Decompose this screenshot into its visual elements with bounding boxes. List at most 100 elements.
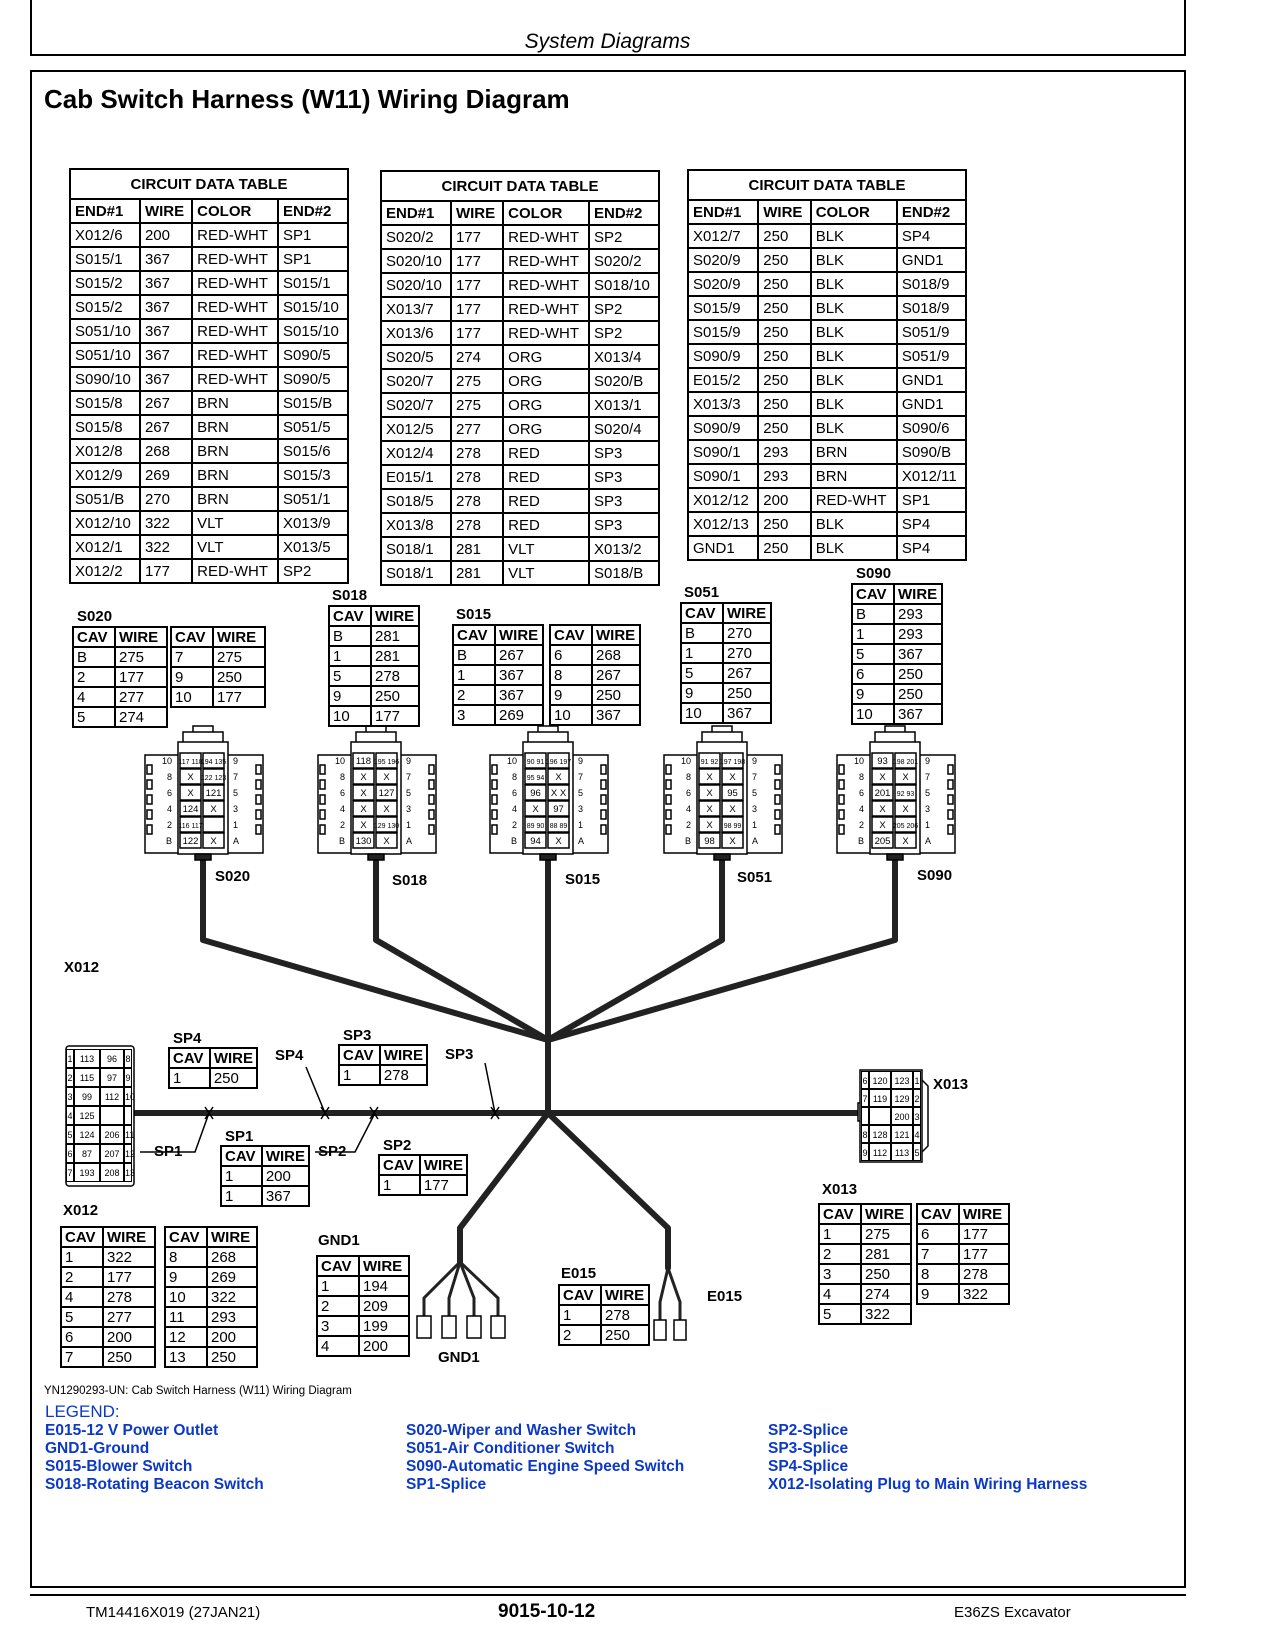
- table-cell: BLK: [809, 367, 898, 393]
- table-cell: 267: [722, 662, 772, 684]
- table-cell: SP2: [588, 224, 660, 250]
- column-header: CAV: [916, 1203, 960, 1225]
- table-cell: 177: [138, 558, 194, 584]
- table-cell: 2: [60, 1266, 104, 1288]
- pin-label: 10: [507, 756, 517, 766]
- pin-label: B: [511, 836, 517, 846]
- cavity-label: 122 123: [201, 775, 226, 782]
- table-cell: 367: [494, 664, 544, 686]
- table-cell: 177: [418, 1174, 469, 1196]
- table-cell: SP4: [895, 223, 968, 249]
- table-cell: S020/7: [380, 368, 452, 394]
- table-cell: BRN: [809, 463, 898, 489]
- pin-label: 1: [578, 820, 583, 830]
- cavity-label: X: [555, 836, 562, 847]
- table-cell: S020/2: [380, 224, 452, 250]
- cavity-label: 8: [861, 1125, 869, 1143]
- pin-label: 5: [406, 788, 411, 798]
- pin-label: A: [406, 836, 412, 846]
- table-cell: 367: [893, 703, 943, 725]
- table-cell: 199: [358, 1315, 410, 1337]
- cavity-label: 98 99: [724, 823, 742, 830]
- legend-title: LEGEND:: [45, 1402, 120, 1421]
- table-cell: 5: [818, 1303, 862, 1325]
- legend-item: X012-Isolating Plug to Main Wiring Harne…: [768, 1476, 1088, 1493]
- sp3-table-title: SP3: [343, 1027, 372, 1044]
- table-cell: 275: [860, 1223, 912, 1245]
- table-cell: 1: [338, 1064, 381, 1086]
- legend-item: SP2-Splice: [768, 1422, 849, 1439]
- sp1-table-title: SP1: [225, 1128, 254, 1145]
- legend-item: SP3-Splice: [768, 1440, 849, 1457]
- wire-e015-branch: [545, 1110, 671, 1271]
- table-cell: X013/9: [277, 510, 349, 536]
- cavity-label: 201: [875, 788, 891, 799]
- pin-label: A: [752, 836, 758, 846]
- table-cell: 270: [138, 486, 194, 512]
- cavity-label: 7: [66, 1163, 74, 1182]
- table-cell: 278: [449, 440, 505, 466]
- cavity-label: X: [532, 804, 539, 815]
- column-header: COLOR: [809, 199, 898, 225]
- pin-label: 9: [233, 756, 238, 766]
- table-cell: 7: [60, 1346, 104, 1368]
- legend-item: GND1-Ground: [45, 1440, 150, 1457]
- table-cell: 200: [358, 1335, 410, 1357]
- table-cell: 10: [549, 704, 593, 726]
- pin-label: 3: [925, 804, 930, 814]
- table-cell: SP1: [277, 246, 349, 272]
- table-cell: 250: [591, 684, 641, 706]
- table-cell: BRN: [191, 438, 279, 464]
- cavity-label: 125: [74, 1106, 100, 1125]
- cavity-label: 124: [183, 804, 199, 815]
- table-cell: S051/10: [69, 318, 141, 344]
- pin-label: 3: [233, 804, 238, 814]
- table-cell: 322: [958, 1283, 1010, 1305]
- table-cell: X012/9: [69, 462, 141, 488]
- table-cell: S015/1: [69, 246, 141, 272]
- legend-item: E015-12 V Power Outlet: [45, 1422, 219, 1439]
- table-cell: S020/2: [588, 248, 660, 274]
- cavity-label: X: [729, 772, 736, 783]
- pin-label: 9: [406, 756, 411, 766]
- wire-s018: [373, 854, 551, 1043]
- table-cell: X013/4: [588, 344, 660, 370]
- table-cell: 9: [916, 1283, 960, 1305]
- table-cell: 177: [449, 224, 505, 250]
- terminals: [416, 1315, 687, 1341]
- cavity-label: 117 118: [178, 759, 202, 766]
- table-cell: 268: [206, 1246, 258, 1268]
- table-cell: SP2: [277, 558, 349, 584]
- column-header: CAV: [168, 1047, 211, 1069]
- column-header: CAV: [558, 1284, 602, 1306]
- column-header: CAV: [220, 1145, 263, 1167]
- table-cell: 281: [370, 645, 420, 667]
- table-cell: BRN: [191, 414, 279, 440]
- column-header: WIRE: [418, 1154, 469, 1176]
- table-cell: 1: [316, 1275, 360, 1297]
- column-header: WIRE: [138, 198, 194, 224]
- cavity-label: 95 94: [527, 775, 545, 782]
- column-header: WIRE: [212, 626, 266, 648]
